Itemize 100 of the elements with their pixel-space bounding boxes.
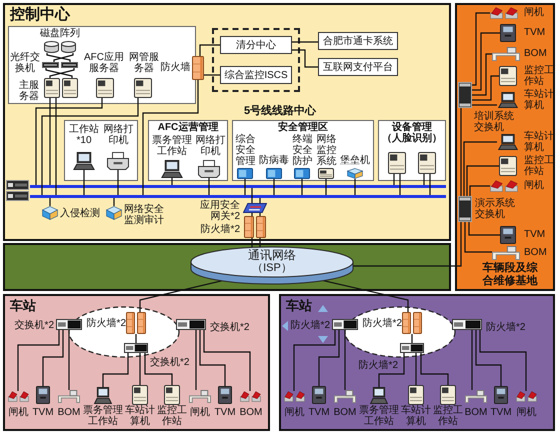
- device-label: 网络打印机: [103, 124, 134, 148]
- device-label: 闸机: [516, 407, 537, 419]
- connector-line: [423, 174, 425, 185]
- panel: [455, 3, 555, 291]
- workstation-icon: [369, 387, 389, 404]
- system-box: 合肥市通卡系统: [318, 32, 398, 50]
- connector-line: [171, 178, 173, 185]
- switch-icon: [400, 343, 424, 353]
- switch-icon: [176, 319, 206, 330]
- workstation-icon: [72, 152, 96, 170]
- device-label: 主服务器: [18, 80, 40, 102]
- device-label: 交换机*2: [14, 320, 54, 332]
- connector-line: [42, 330, 64, 386]
- equipment-box: [8, 26, 196, 104]
- connector-line: [17, 330, 60, 391]
- section-heading: 5号线线路中心: [242, 104, 318, 118]
- connector-line: [460, 108, 462, 196]
- device-label: BOM: [524, 247, 548, 259]
- device-label: BOM: [524, 48, 548, 60]
- device-label: 闸机: [524, 180, 545, 192]
- device-label: TVM: [524, 229, 546, 241]
- appliance-icon: [237, 168, 253, 179]
- connector-line: [472, 12, 490, 86]
- server-icon: [440, 385, 456, 405]
- server-icon: [318, 168, 334, 179]
- device-label: 防火墙*2: [358, 360, 398, 372]
- dashed-group-box: [212, 28, 300, 92]
- device-label: 车站计算机: [524, 131, 554, 153]
- switch-icon: [332, 319, 358, 330]
- printer-icon: [198, 160, 220, 178]
- device-label: TVM: [307, 407, 331, 419]
- device-label: AFC应用服务器: [83, 52, 125, 76]
- connector-line: [393, 174, 395, 185]
- connector-line: [293, 330, 336, 391]
- connector-line: [195, 330, 197, 390]
- connector-line: [135, 334, 137, 343]
- device-label: 光纤交换机: [10, 52, 40, 76]
- server-icon: [499, 66, 517, 86]
- connector-line: [464, 222, 492, 253]
- connector-line: [468, 222, 500, 236]
- device-label: 票务管理工作站: [151, 135, 193, 159]
- connector-line: [259, 198, 261, 203]
- connector-line: [353, 222, 462, 267]
- disc-label: 通讯网络: [248, 249, 296, 262]
- device-label: 演示系统交换机: [475, 198, 515, 220]
- ticket-desk-icon: [492, 246, 520, 260]
- connector-line: [292, 49, 318, 68]
- panel: [3, 3, 451, 241]
- connector-line: [139, 353, 141, 385]
- firewall-icon: [244, 216, 266, 238]
- connector-line: [475, 330, 502, 386]
- firewall-icon: [192, 56, 204, 80]
- device-label: 入侵检测: [60, 208, 101, 220]
- ticket-machine-icon: [36, 386, 50, 404]
- device-label: 网络安全监测审计: [124, 204, 165, 228]
- connector-line: [204, 74, 220, 76]
- panel-title: 控制中心: [10, 6, 72, 24]
- system-box: 互联网支付平台: [318, 58, 398, 76]
- device-label: 监控工作站: [157, 405, 187, 427]
- ticket-machine-icon: [494, 386, 508, 404]
- device-label: 防火墙*2: [362, 318, 402, 330]
- connector-line: [251, 213, 253, 216]
- network-bus: [30, 195, 446, 198]
- connector-line: [142, 80, 199, 195]
- turnstile-icon: [516, 391, 537, 402]
- connector-line: [479, 330, 527, 391]
- connector-line: [472, 75, 499, 101]
- ticket-desk-icon: [58, 390, 80, 403]
- panel-title: 车站: [286, 298, 313, 314]
- connector-line: [273, 179, 275, 195]
- device-label: 闸机: [189, 407, 211, 419]
- connector-line: [68, 330, 70, 390]
- connector-line: [399, 174, 401, 195]
- connector-line: [344, 330, 346, 390]
- cube-icon: [347, 168, 363, 179]
- ticket-machine-icon: [312, 386, 326, 404]
- device-label: 监控工作站: [524, 65, 554, 87]
- device-label: 终端安全防护: [292, 134, 313, 167]
- network-bus: [30, 185, 446, 188]
- connector-line: [113, 198, 115, 206]
- connector-line: [466, 165, 499, 196]
- system-box: 综合监控ISCS: [220, 66, 292, 84]
- device-label: 防火墙*2: [486, 322, 526, 334]
- connector-line: [322, 280, 409, 312]
- connector-line: [301, 179, 303, 195]
- printer-icon: [107, 152, 129, 170]
- device-label: BOM: [57, 407, 81, 419]
- switch-icon: [452, 319, 482, 330]
- device-label: 防火墙*2: [86, 318, 126, 330]
- device-label: 网络打印机: [195, 135, 226, 159]
- turnstile-icon: [240, 391, 261, 402]
- connector-line: [35, 98, 103, 185]
- workstation-icon: [497, 134, 519, 150]
- connector-line: [199, 44, 220, 56]
- turnstile-icon: [8, 391, 29, 402]
- connector-line: [55, 98, 57, 195]
- switch-icon: [458, 82, 472, 108]
- connector-line: [259, 213, 261, 216]
- workstation-icon: [497, 92, 519, 108]
- connector-line: [292, 41, 318, 43]
